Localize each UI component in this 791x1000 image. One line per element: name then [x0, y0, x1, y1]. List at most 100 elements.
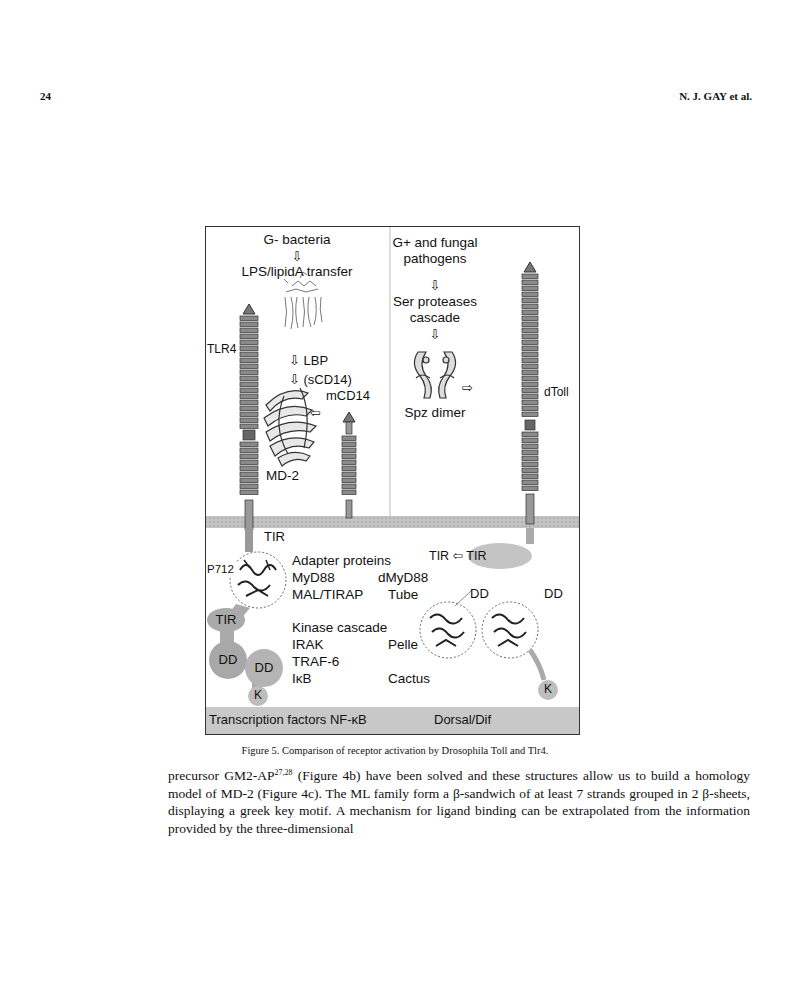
- receptor-segment: [522, 334, 538, 339]
- caption-text: Figure 5. Comparison of receptor activat…: [242, 745, 549, 756]
- receptor-cap: [524, 262, 536, 272]
- receptor-segment: [240, 388, 258, 393]
- figure-label: Tube: [388, 587, 428, 603]
- receptor-segment: [240, 460, 258, 465]
- node-text: DD: [544, 587, 563, 601]
- receptor-segment: [346, 500, 352, 518]
- figure-label: Pelle: [388, 637, 438, 653]
- receptor-segment: [522, 474, 538, 479]
- figure-label: IκB: [292, 671, 332, 687]
- figure-label: ⇦: [310, 405, 330, 421]
- citation-number: 27,28: [274, 768, 292, 777]
- body-text: precursor GM2-AP: [168, 768, 274, 783]
- receptor-segment: [522, 456, 538, 461]
- receptor-segment: [240, 478, 258, 483]
- receptor-segment: [522, 370, 538, 375]
- receptor-segment: [522, 382, 538, 387]
- receptor-segment: [522, 274, 538, 279]
- figure-label: Ser proteases cascade: [385, 294, 485, 326]
- receptor-segment: [240, 370, 258, 375]
- receptor-segment: [240, 418, 258, 423]
- receptor-segment: [522, 376, 538, 381]
- node-text: K: [544, 683, 552, 696]
- receptor-segment: [522, 412, 538, 417]
- receptor-segment: [240, 484, 258, 489]
- body-paragraph: precursor GM2-AP27,28 (Figure 4b) have b…: [168, 767, 750, 837]
- receptor-segment: [240, 352, 258, 357]
- receptor-segment: [240, 400, 258, 405]
- receptor-segment: [240, 466, 258, 471]
- receptor-cap: [343, 412, 355, 422]
- figure-label: P712: [207, 563, 239, 577]
- figure-label: TIR ⇦ TIR: [429, 549, 509, 564]
- figure-frame: [206, 227, 580, 735]
- death-domain: DD: [482, 602, 538, 658]
- receptor-segment: [240, 328, 258, 333]
- receptor-segment: [522, 346, 538, 351]
- figure-label: MD-2: [266, 468, 316, 484]
- death-domain: DD: [209, 641, 247, 679]
- receptor-segment: [240, 448, 258, 453]
- receptor-segment: [342, 478, 356, 483]
- receptor-segment: [522, 388, 538, 393]
- receptor-segment: [342, 436, 356, 441]
- death-domain: DD: [245, 649, 283, 687]
- receptor-segment: [240, 490, 258, 495]
- figure-label: G+ and fungal pathogens: [385, 235, 485, 267]
- receptor-segment: [243, 430, 255, 440]
- figure-label: MyD88: [292, 570, 372, 586]
- figure-label: IRAK: [292, 637, 352, 653]
- receptor-segment: [522, 280, 538, 285]
- receptor-segment: [525, 420, 535, 430]
- figure-label: Adapter proteins: [292, 553, 412, 569]
- receptor-segment: [240, 454, 258, 459]
- receptor-segment: [240, 394, 258, 399]
- node-text: DD: [255, 661, 274, 675]
- receptor-segment: [522, 328, 538, 333]
- figure-caption: Figure 5. Comparison of receptor activat…: [150, 745, 640, 756]
- receptor-segment: [522, 468, 538, 473]
- node-text: K: [254, 689, 262, 702]
- figure-label: ⇩ (sCD14): [289, 372, 369, 388]
- figure-label: ⇨: [462, 380, 482, 396]
- receptor-segment: [522, 400, 538, 405]
- receptor-segment: [342, 466, 356, 471]
- receptor-segment: [240, 424, 258, 429]
- page-header: 24: [40, 90, 80, 103]
- receptor-segment: [342, 448, 356, 453]
- receptor-segment: [522, 438, 538, 443]
- receptor-segment: [522, 286, 538, 291]
- receptor-segment: [522, 310, 538, 315]
- receptor-segment: [342, 460, 356, 465]
- receptor-segment: [240, 364, 258, 369]
- figure-label: ⇩: [425, 278, 445, 294]
- receptor-segment: [522, 298, 538, 303]
- receptor-segment: [240, 346, 258, 351]
- figure-label: Kinase cascade: [292, 620, 412, 636]
- membrane: [206, 516, 579, 528]
- receptor-segment: [240, 412, 258, 417]
- node-text: DD: [470, 587, 489, 601]
- figure-label: Cactus: [388, 671, 448, 687]
- kinase-domain: K: [538, 680, 558, 700]
- figure-label: dToll: [544, 385, 584, 399]
- receptor-segment: [522, 358, 538, 363]
- transcription-band: Transcription factors NF-κB Dorsal/Dif: [206, 707, 579, 734]
- receptor-segment: [522, 450, 538, 455]
- receptor-segment: [240, 340, 258, 345]
- dd-structures: [420, 528, 544, 680]
- node-text: Transcription factors NF-κB: [209, 713, 367, 727]
- receptor-segment: [240, 406, 258, 411]
- node-text: Dorsal/Dif: [434, 713, 491, 727]
- receptor-segment: [240, 316, 258, 321]
- receptor-segment: [522, 444, 538, 449]
- figure-label: TRAF-6: [292, 654, 362, 670]
- receptor-segment: [526, 494, 534, 524]
- receptor-segment: [342, 442, 356, 447]
- receptor-cap: [243, 304, 255, 314]
- receptor-segment: [522, 394, 538, 399]
- receptor-segment: [522, 316, 538, 321]
- receptor-segment: [240, 382, 258, 387]
- receptor-segment: [522, 322, 538, 327]
